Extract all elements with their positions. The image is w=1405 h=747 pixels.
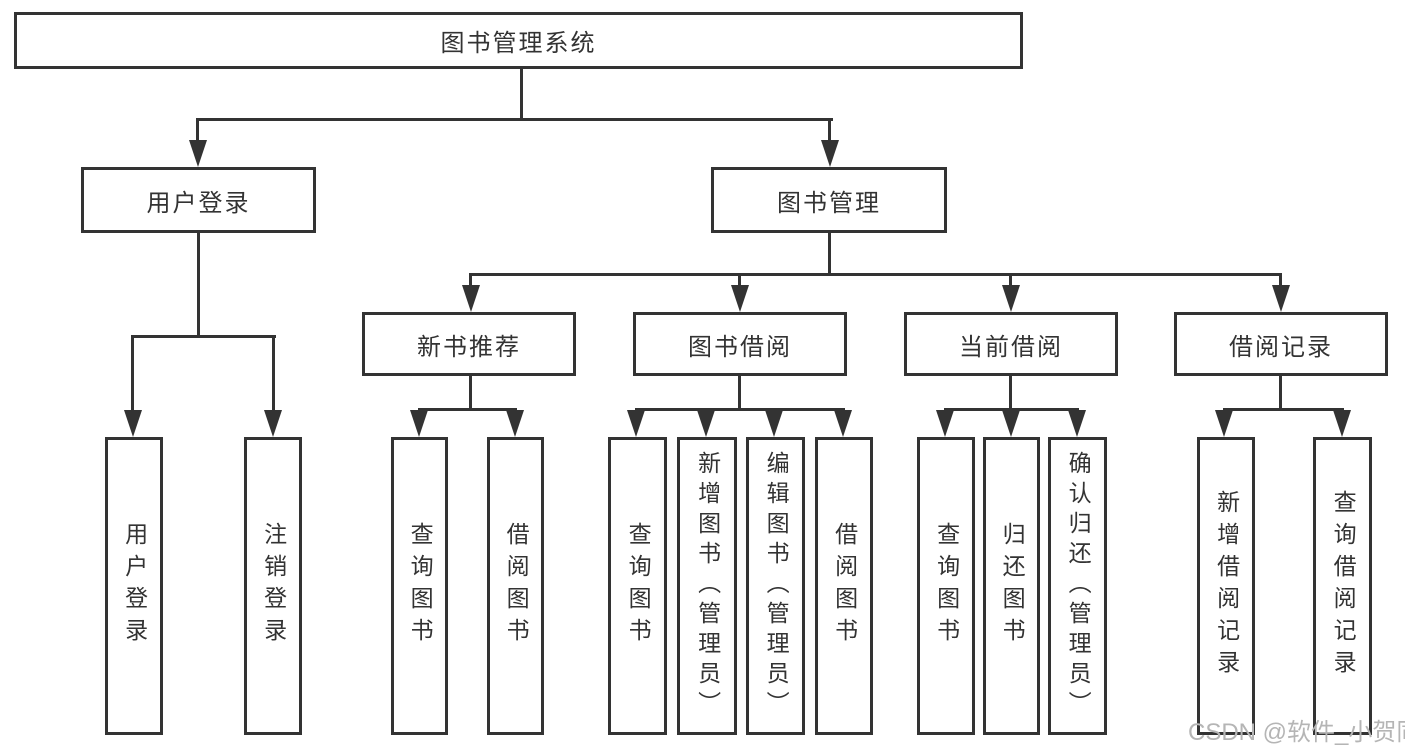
connector-login-hline <box>132 335 276 338</box>
leaf-label: 新增图书（管理员） <box>694 451 721 721</box>
leaf-label: 新增借阅记录 <box>1213 490 1240 682</box>
node-label: 借阅记录 <box>1229 333 1333 361</box>
connector-drop <box>738 273 741 290</box>
leaf-return-book: 归还图书 <box>983 437 1040 735</box>
arrow-down-icon <box>1215 410 1233 437</box>
leaf-borrow-book: 借阅图书 <box>487 437 544 735</box>
leaf-user-login: 用户登录 <box>105 437 163 735</box>
arrow-down-icon <box>697 410 715 437</box>
leaf-query-book: 查询图书 <box>917 437 975 735</box>
arrow-down-icon <box>731 285 749 312</box>
node-current-borrow: 当前借阅 <box>904 312 1118 376</box>
leaf-logout: 注销登录 <box>244 437 302 735</box>
node-borrow-record: 借阅记录 <box>1174 312 1388 376</box>
node-root-label: 图书管理系统 <box>440 30 597 57</box>
node-book-management: 图书管理 <box>711 167 947 233</box>
connector-drop <box>272 335 275 413</box>
leaf-label: 归还图书 <box>999 522 1026 650</box>
node-label: 用户登录 <box>146 189 251 217</box>
arrow-down-icon <box>1002 285 1020 312</box>
connector-root-hline <box>197 118 833 121</box>
node-label: 图书借阅 <box>688 333 792 361</box>
leaf-label: 注销登录 <box>260 522 287 650</box>
csdn-watermark: CSDN @软件_小贺同学 <box>1188 719 1405 746</box>
node-book-borrow: 图书借阅 <box>633 312 847 376</box>
connector-drop <box>1279 273 1282 290</box>
leaf-label: 查询借阅记录 <box>1330 490 1357 682</box>
leaf-label: 编辑图书（管理员） <box>763 451 790 721</box>
arrow-down-icon <box>1272 285 1290 312</box>
arrow-down-icon <box>627 410 645 437</box>
arrow-down-icon <box>124 410 142 437</box>
leaf-label: 确认归还（管理员） <box>1065 451 1092 721</box>
node-new-book-recommend: 新书推荐 <box>362 312 576 376</box>
connector-hline <box>635 408 845 411</box>
leaf-label: 借阅图书 <box>503 522 530 650</box>
leaf-label: 用户登录 <box>121 522 148 650</box>
connector-hline <box>1223 408 1344 411</box>
arrow-down-icon <box>189 140 207 167</box>
leaf-confirm-return-admin: 确认归还（管理员） <box>1048 437 1107 735</box>
connector-drop <box>131 335 134 413</box>
connector-hline <box>944 408 1079 411</box>
connector-login-stem <box>197 233 200 338</box>
arrow-down-icon <box>936 410 954 437</box>
node-root: 图书管理系统 <box>14 12 1023 69</box>
arrow-down-icon <box>506 410 524 437</box>
node-label: 新书推荐 <box>417 333 521 361</box>
connector-drop-mgmt <box>828 118 831 145</box>
connector-drop-login <box>196 118 199 145</box>
connector-root-stem <box>520 68 523 121</box>
node-user-login: 用户登录 <box>81 167 316 233</box>
arrow-down-icon <box>1333 410 1351 437</box>
arrow-down-icon <box>821 140 839 167</box>
leaf-borrow-book: 借阅图书 <box>815 437 873 735</box>
arrow-down-icon <box>834 410 852 437</box>
leaf-edit-book-admin: 编辑图书（管理员） <box>746 437 805 735</box>
leaf-label: 查询图书 <box>407 522 434 650</box>
arrow-down-icon <box>264 410 282 437</box>
connector-stem <box>469 374 472 410</box>
leaf-label: 查询图书 <box>625 522 652 650</box>
node-label: 当前借阅 <box>959 333 1063 361</box>
arrow-down-icon <box>765 410 783 437</box>
leaf-label: 查询图书 <box>933 522 960 650</box>
connector-stem <box>1279 374 1282 410</box>
connector-mgmt-stem <box>828 232 831 276</box>
leaf-query-book: 查询图书 <box>391 437 448 735</box>
connector-stem <box>738 374 741 410</box>
leaf-add-borrow-record: 新增借阅记录 <box>1197 437 1255 735</box>
arrow-down-icon <box>1068 410 1086 437</box>
connector-hline <box>418 408 517 411</box>
connector-stem <box>1009 374 1012 410</box>
arrow-down-icon <box>1002 410 1020 437</box>
connector-drop <box>469 273 472 290</box>
arrow-down-icon <box>462 285 480 312</box>
connector-mgmt-hline <box>469 273 1282 276</box>
connector-drop <box>1009 273 1012 290</box>
leaf-label: 借阅图书 <box>831 522 858 650</box>
leaf-query-book: 查询图书 <box>608 437 667 735</box>
node-label: 图书管理 <box>777 189 881 217</box>
leaf-add-book-admin: 新增图书（管理员） <box>677 437 737 735</box>
arrow-down-icon <box>410 410 428 437</box>
leaf-query-borrow-record: 查询借阅记录 <box>1313 437 1372 735</box>
